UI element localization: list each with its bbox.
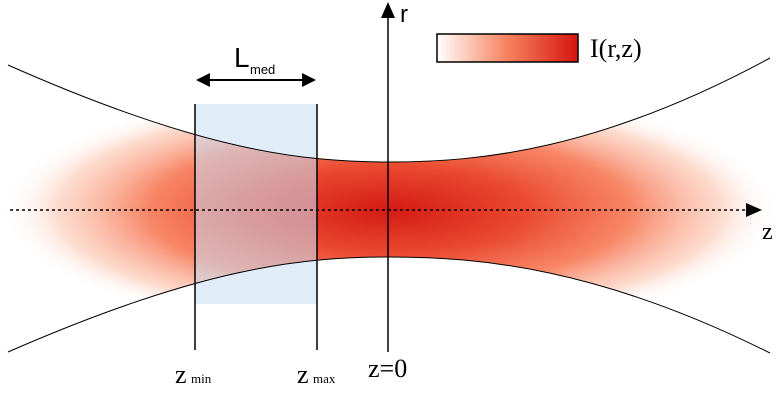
z-axis-arrowhead-icon [746, 203, 762, 217]
length-label-subscript: med [250, 62, 275, 77]
intensity-legend-label: I(r,z) [590, 34, 642, 63]
z-axis-label: z [762, 219, 773, 245]
beam-envelope-lower [7, 256, 771, 354]
zmax-label: z [297, 360, 309, 389]
zmin-label-subscript: min [191, 371, 212, 386]
intensity-legend-bar [436, 33, 579, 63]
medium-region [195, 104, 317, 304]
length-label: L [234, 42, 250, 73]
zmax-label-subscript: max [313, 371, 336, 386]
r-axis-label: r [400, 1, 408, 28]
r-axis-arrowhead-icon [381, 2, 395, 18]
z0-label: z=0 [368, 354, 407, 383]
length-arrow-icon [196, 73, 316, 87]
zmin-label: z [175, 360, 187, 389]
beam-envelope-upper [7, 57, 771, 163]
